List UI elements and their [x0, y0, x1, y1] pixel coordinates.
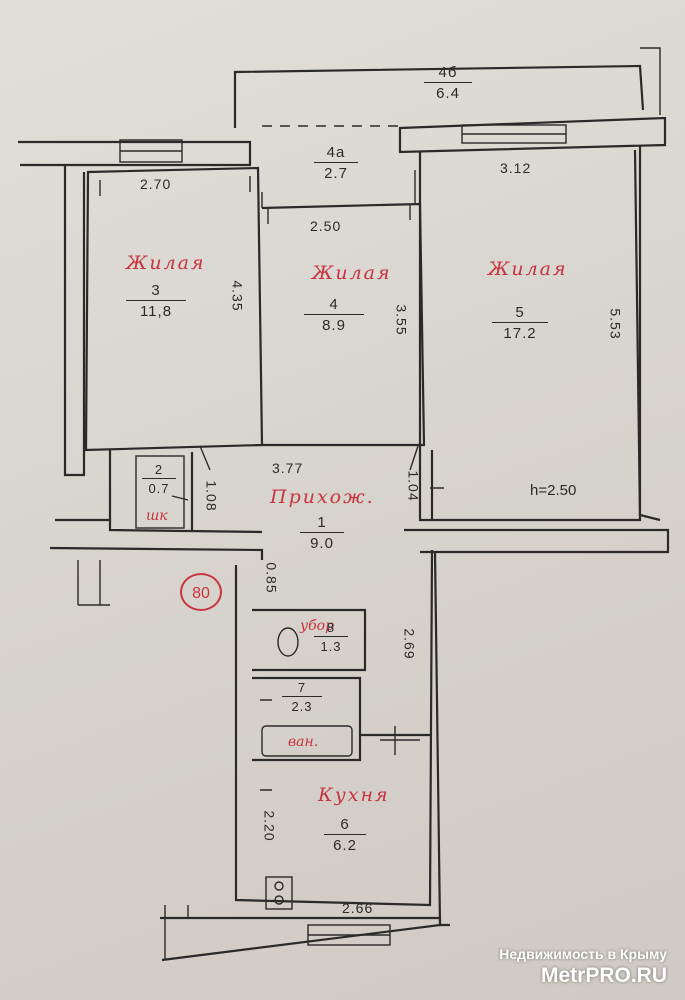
dim-kitchen-side: 2.69	[401, 628, 418, 660]
dim-r5-width: 3.12	[500, 160, 532, 176]
kitchen-type: Кухня	[318, 784, 390, 806]
dim-hall-left: 1.08	[203, 480, 220, 512]
tick-hall	[199, 445, 419, 471]
room5-right-wall	[638, 145, 661, 522]
kitchen-number: 6	[324, 816, 366, 835]
wc-type: убор	[300, 618, 335, 634]
hall-fraction: 1 9.0	[300, 514, 344, 552]
tick-kitchen	[260, 699, 272, 791]
dim-r5-height: 5.53	[607, 308, 624, 340]
balcony-number: 4б	[424, 64, 472, 83]
dim-r3-height: 4.35	[229, 280, 246, 312]
loggia-number: 4а	[314, 144, 358, 163]
balcony-outline	[233, 64, 645, 128]
room5-number: 5	[492, 304, 548, 323]
stamp-80: 80	[180, 573, 222, 611]
bath-fraction: 7 2.3	[282, 680, 322, 714]
balcony-side-marker	[640, 47, 661, 115]
balcony-area: 6.4	[436, 85, 460, 102]
bath-area: 2.3	[291, 699, 313, 714]
hall-left-wall	[108, 450, 263, 534]
room4-fraction: 4 8.9	[304, 296, 364, 334]
bath-number: 7	[282, 680, 322, 697]
wc-outline	[252, 608, 367, 672]
bath-outline	[252, 676, 362, 762]
dim-r3-width: 2.70	[140, 176, 172, 192]
room4-area: 8.9	[322, 317, 346, 334]
dim-hall-width: 3.77	[272, 460, 304, 476]
kitchen-fraction: 6 6.2	[324, 816, 366, 854]
room5-fraction: 5 17.2	[492, 304, 548, 342]
room3-type: Жилая	[126, 252, 206, 274]
dim-kitchen-left: 2.20	[261, 810, 278, 842]
left-outer-wall	[63, 165, 86, 477]
dim-r4-width: 2.50	[310, 218, 342, 234]
room5-area: 17.2	[503, 325, 537, 342]
closet-box	[135, 455, 185, 529]
stove-icon	[265, 876, 293, 910]
tick-closet	[171, 487, 444, 501]
loggia-fraction: 4а 2.7	[314, 144, 358, 182]
tick-bath	[380, 726, 420, 755]
closet-fraction: 2 0.7	[142, 462, 176, 496]
room4-outline	[261, 202, 426, 447]
tick-r3	[99, 176, 251, 196]
room5-outline	[418, 149, 642, 522]
toilet-icon	[277, 627, 299, 657]
closet-area: 0.7	[148, 481, 170, 496]
bathtub-icon	[261, 725, 353, 757]
watermark-line1: Недвижимость в Крыму	[499, 946, 667, 962]
balcony-fraction: 4б 6.4	[424, 64, 472, 102]
room4-type: Жилая	[312, 262, 392, 284]
left-corridor-stub	[77, 560, 110, 606]
room4-number: 4	[304, 296, 364, 315]
top-right-wall	[398, 116, 667, 154]
closet-number: 2	[142, 462, 176, 479]
hall-type: Прихож.	[270, 486, 375, 508]
ceiling-height: h=2.50	[530, 482, 577, 499]
right-mid-wall	[404, 528, 670, 554]
wc-number: 8	[314, 620, 348, 637]
watermark: Недвижимость в Крыму MetrPRO.RU	[499, 946, 667, 988]
kitchen-area: 6.2	[333, 837, 357, 854]
left-corridor-wall	[49, 518, 264, 560]
dim-kitchen-width: 2.66	[342, 900, 374, 916]
bottom-wall	[160, 916, 442, 962]
closet-type: шк	[146, 508, 168, 524]
room3-number: 3	[126, 282, 186, 301]
bottom-left-stub	[164, 905, 189, 960]
wc-fraction: 8 1.3	[314, 620, 348, 654]
dim-corridor: 0.85	[263, 562, 280, 594]
bath-type: ван.	[288, 734, 319, 750]
top-left-wall	[18, 140, 252, 167]
kitchen-right-wall	[433, 551, 450, 927]
tick-r4	[267, 204, 411, 224]
watermark-line2: MetrPRO.RU	[540, 964, 667, 987]
wc-area: 1.3	[320, 639, 342, 654]
room3-fraction: 3 11,8	[126, 282, 186, 320]
hall-number: 1	[300, 514, 344, 533]
room5-type: Жилая	[488, 258, 568, 280]
dim-hall-right: 1.04	[405, 470, 422, 502]
loggia-area: 2.7	[324, 165, 348, 182]
room3-area: 11,8	[139, 303, 173, 320]
kitchen-outer-wall	[234, 549, 434, 907]
dim-r4-height: 3.55	[393, 304, 410, 336]
hall-area: 9.0	[310, 535, 334, 552]
